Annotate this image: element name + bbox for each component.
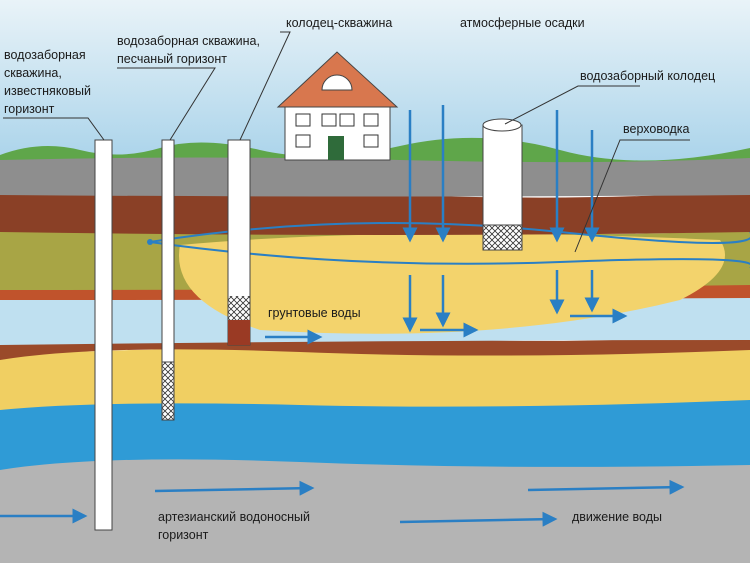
sand-layer <box>0 345 750 410</box>
label-dug-well: водозаборный колодец <box>580 69 716 83</box>
house <box>276 51 399 161</box>
label-line: песчаный горизонт <box>117 52 227 66</box>
groundwater-line <box>149 241 750 268</box>
deep-gray-layer <box>0 455 750 563</box>
label-line: артезианский водоносный <box>158 510 311 524</box>
label-sand-well: водозаборная скважина, песчаный горизонт <box>117 32 260 68</box>
leader-lines <box>3 31 690 253</box>
label-line: скважина, <box>4 66 62 80</box>
label-line: водозаборная <box>4 48 86 62</box>
label-limestone-well: водозаборная скважина, известняковый гор… <box>4 46 91 118</box>
label-perched-water: верховодка <box>623 122 690 136</box>
well-borehole <box>227 139 251 346</box>
label-line: водозаборная скважина, <box>117 34 260 48</box>
label-line: горизонт <box>4 102 55 116</box>
brown-layer <box>0 190 750 235</box>
sand-well <box>161 139 175 421</box>
label-artesian: артезианский водоносный горизонт <box>158 508 310 544</box>
artesian-aquifer <box>0 395 750 470</box>
water-level-dot <box>147 239 153 245</box>
label-line: известняковый <box>4 84 91 98</box>
label-water-flow: движение воды <box>572 510 662 524</box>
dug-well <box>482 118 523 251</box>
limestone-well <box>94 139 113 531</box>
label-well-borehole: колодец-скважина <box>286 16 393 30</box>
label-groundwater: грунтовые воды <box>268 306 361 320</box>
label-precipitation: атмосферные осадки <box>460 16 585 30</box>
topsoil-layer <box>0 157 750 197</box>
water-arrows <box>0 105 685 527</box>
label-line: горизонт <box>158 528 209 542</box>
